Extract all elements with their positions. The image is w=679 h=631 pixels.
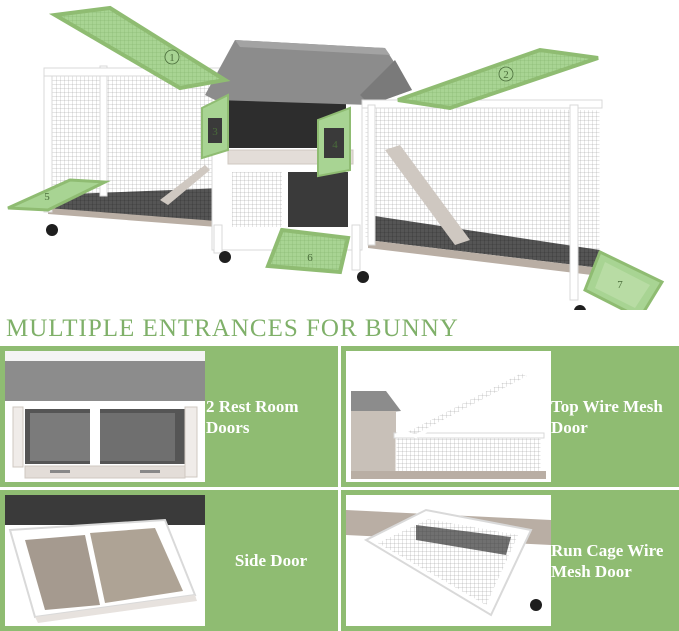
wheel-icon (357, 271, 369, 283)
hero-hutch-illustration: 1 2 3 4 5 6 7 (0, 0, 679, 310)
wheel-icon (574, 305, 586, 310)
right-run-cage (46, 99, 603, 310)
rest-room-doors-label: 2 Rest Room Doors (206, 396, 299, 437)
hutch-diagram: 1 2 3 4 5 6 7 (7, 5, 665, 310)
callout-7: 7 (617, 279, 623, 291)
feature-panel-rest-room-doors: 2 Rest Room Doors (0, 346, 338, 487)
roof (205, 40, 412, 105)
feature-panel-top-wire-mesh-door: Top Wire Mesh Door (341, 346, 679, 487)
wheel-icon (46, 224, 58, 236)
feature-panel-run-cage-door: Run Cage Wire Mesh Door (341, 490, 679, 631)
side-door-photo (5, 495, 205, 626)
run-cage-door-photo (346, 495, 551, 626)
run-cage-door-label: Run Cage Wire Mesh Door (551, 540, 664, 581)
door-4-rest-room-right: 4 (317, 106, 351, 178)
left-run-cage (43, 65, 230, 228)
wheel-icon (219, 251, 231, 263)
door-5-side-door: 5 (7, 178, 111, 212)
side-door-label: Side Door (234, 551, 308, 570)
door-7-run-cage-door: 7 (583, 249, 665, 310)
door-2-top-right-lid: 2 (397, 47, 599, 111)
door-3-rest-room-left: 3 (201, 93, 229, 160)
callout-4: 4 (332, 139, 338, 151)
door-1-top-left-lid: 1 (48, 5, 231, 91)
top-wire-mesh-door-label: Top Wire Mesh Door (551, 396, 663, 437)
door-6-front-drop-door: 6 (265, 227, 351, 275)
headline: MULTIPLE ENTRANCES FOR BUNNY (6, 315, 459, 342)
wheel-icon (530, 599, 542, 611)
callout-6: 6 (307, 252, 313, 264)
callout-1: 1 (169, 52, 175, 64)
rest-room-photo (5, 351, 205, 482)
callout-2: 2 (503, 69, 509, 81)
callout-3: 3 (212, 126, 218, 138)
top-wire-mesh-photo (346, 351, 551, 482)
callout-5: 5 (44, 191, 50, 203)
feature-panel-side-door: Side Door (0, 490, 338, 631)
